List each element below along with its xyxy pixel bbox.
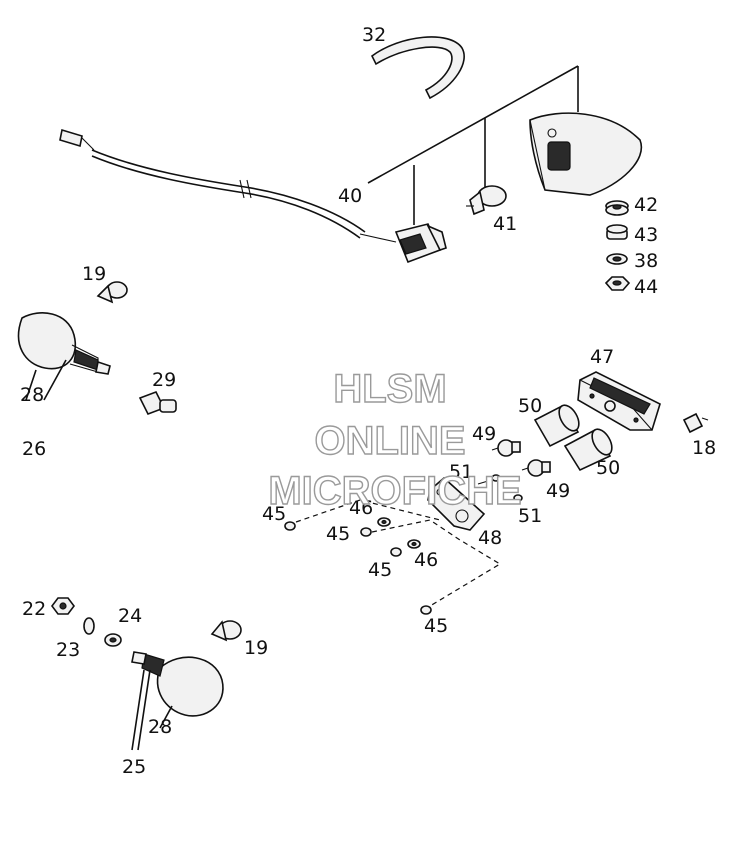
watermark-line-2: ONLINE — [314, 419, 465, 463]
label-25: 25 — [122, 756, 146, 778]
label-41: 41 — [493, 213, 517, 235]
label-44: 44 — [634, 276, 658, 298]
label-24: 24 — [118, 605, 142, 627]
part-bulb-18 — [682, 412, 709, 434]
part-lens-lower — [563, 428, 613, 472]
label-49-upper: 49 — [472, 423, 496, 445]
leader-lines-40 — [367, 65, 579, 225]
part-hardware-stack — [604, 200, 631, 291]
label-40: 40 — [338, 185, 362, 207]
part-bulb-49-upper — [491, 439, 521, 457]
part-gasket-strip — [370, 36, 465, 100]
part-screw-51-upper — [477, 474, 501, 485]
part-fasteners-45-46 — [284, 499, 502, 615]
label-51-lower: 51 — [518, 505, 542, 527]
part-bulb-socket — [394, 223, 447, 264]
label-50-upper: 50 — [518, 395, 542, 417]
label-51-upper: 51 — [449, 461, 473, 483]
label-42: 42 — [634, 194, 658, 216]
part-bulb-left-bottom — [210, 620, 242, 642]
label-19-top: 19 — [82, 263, 106, 285]
wiring-harness — [59, 128, 397, 243]
label-23: 23 — [56, 639, 80, 661]
part-bulb — [466, 185, 507, 216]
label-28-lower: 28 — [148, 716, 172, 738]
label-43: 43 — [634, 224, 658, 246]
label-49-lower: 49 — [546, 480, 570, 502]
label-28-upper: 28 — [20, 384, 44, 406]
part-bulb-29 — [138, 390, 177, 416]
label-26: 26 — [22, 438, 46, 460]
label-45-a: 45 — [262, 503, 286, 525]
label-45-c: 45 — [368, 559, 392, 581]
label-46-lower: 46 — [414, 549, 438, 571]
label-48: 48 — [478, 527, 502, 549]
label-19-bottom: 19 — [244, 637, 268, 659]
label-29: 29 — [152, 369, 176, 391]
part-screw-51-lower — [501, 494, 523, 505]
part-lamp-housing — [529, 112, 643, 196]
part-lens-upper — [533, 404, 580, 448]
label-50-lower: 50 — [596, 457, 620, 479]
label-18: 18 — [692, 437, 716, 459]
part-indicator-left-lower — [131, 651, 224, 751]
part-tail-lamp — [577, 371, 661, 431]
label-22: 22 — [22, 598, 46, 620]
watermark-line-1: HLSM — [333, 367, 446, 411]
part-nut-washers — [51, 597, 122, 647]
label-47: 47 — [590, 346, 614, 368]
part-bracket-plate — [427, 476, 486, 531]
label-38: 38 — [634, 250, 658, 272]
part-indicator-left-upper — [17, 312, 111, 401]
watermark: HLSM ONLINE MICROFICHE — [268, 366, 523, 513]
label-45-d: 45 — [424, 615, 448, 637]
label-32: 32 — [362, 24, 386, 46]
part-bulb-left-top — [96, 281, 128, 304]
watermark-line-3: MICROFICHE — [268, 469, 521, 513]
part-bulb-49-lower — [521, 459, 551, 477]
label-46-upper: 46 — [349, 497, 373, 519]
label-45-b: 45 — [326, 523, 350, 545]
